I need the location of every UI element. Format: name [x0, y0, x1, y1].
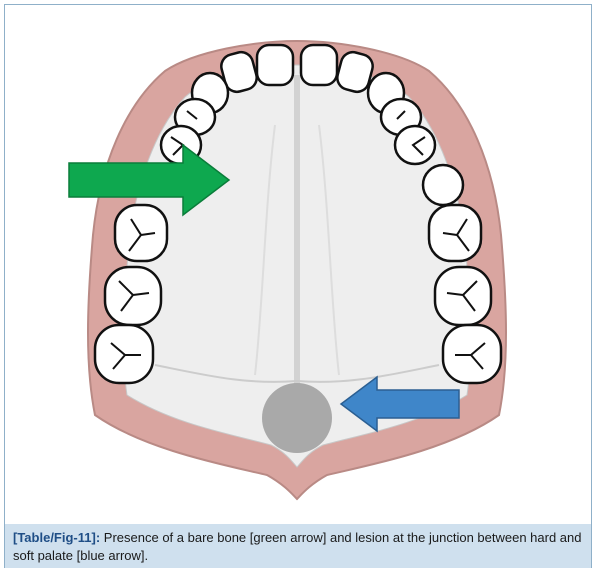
figure-frame: [Table/Fig-11]: Presence of a bare bone … [4, 4, 592, 568]
tooth [255, 43, 295, 87]
teeth [93, 43, 503, 385]
tooth [393, 124, 437, 166]
tooth [427, 203, 483, 263]
tooth [299, 43, 339, 87]
junction-line [154, 364, 440, 383]
caption-label: [Table/Fig-11]: [13, 530, 101, 545]
left-arrow-icon [339, 375, 460, 433]
caption-text: Presence of a bare bone [green arrow] an… [13, 530, 582, 563]
tooth [113, 203, 169, 263]
lesion-circle [262, 383, 332, 453]
right-arrow-icon [68, 143, 231, 217]
tooth [220, 50, 258, 94]
palate-diagram [68, 39, 507, 501]
tooth [336, 50, 374, 94]
figure-caption: [Table/Fig-11]: Presence of a bare bone … [5, 524, 591, 568]
tooth [421, 163, 465, 207]
